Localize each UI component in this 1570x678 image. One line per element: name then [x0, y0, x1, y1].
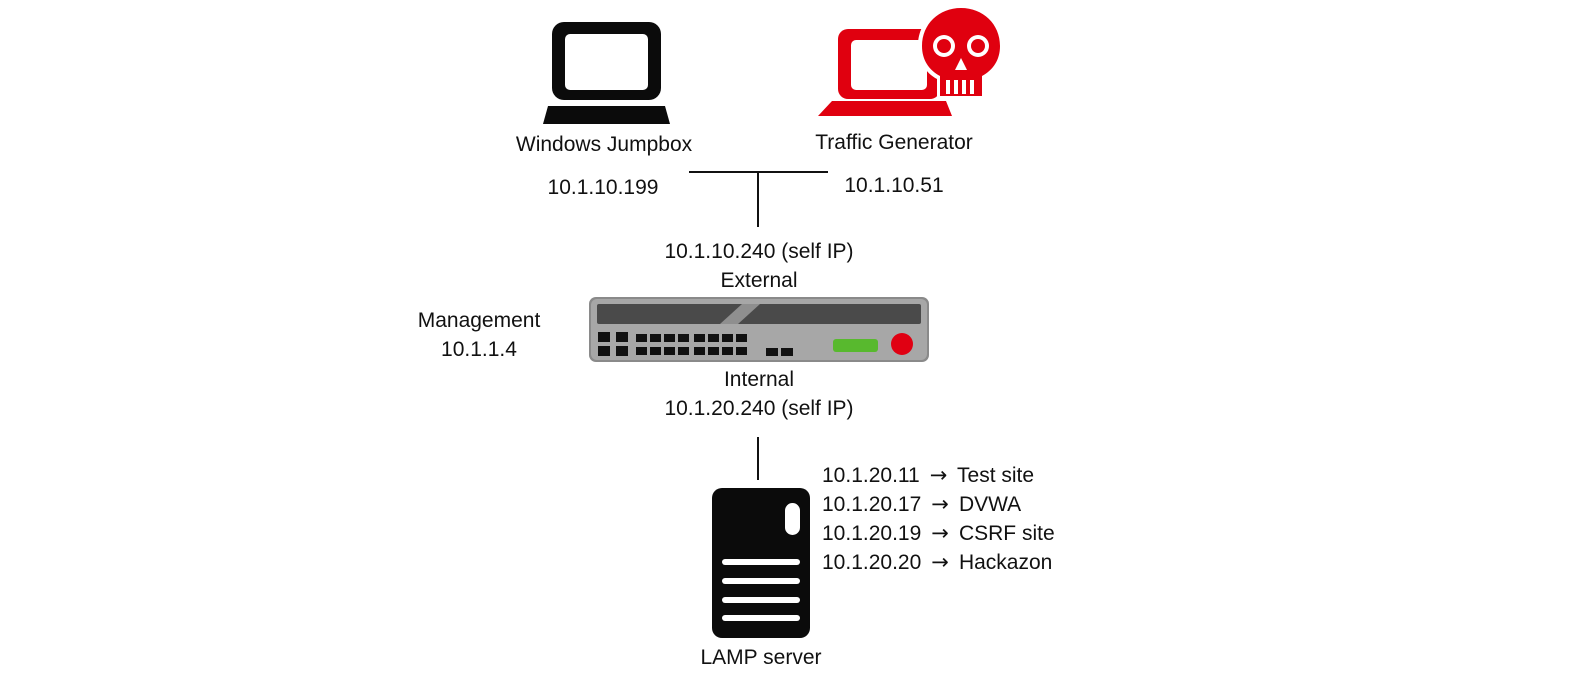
network-ports	[598, 332, 793, 356]
internal-label: Internal	[723, 368, 795, 391]
site-ip: 10.1.20.11	[822, 464, 920, 487]
site-ip: 10.1.20.19	[822, 522, 922, 545]
arrow-icon: →	[931, 492, 949, 516]
management-ip: 10.1.1.4	[441, 338, 517, 361]
site-name: DVWA	[958, 493, 1022, 516]
attacker-laptop-skull-icon	[818, 4, 1004, 116]
lamp-site-list: 10.1.20.11 → Test site 10.1.20.17 → DVWA…	[822, 461, 1055, 577]
jumpbox-ip: 10.1.10.199	[547, 176, 659, 199]
jumpbox-name: Windows Jumpbox	[515, 133, 693, 156]
site-mapping-row: 10.1.20.19 → CSRF site	[822, 519, 1055, 548]
site-mapping-row: 10.1.20.17 → DVWA	[822, 490, 1055, 519]
network-appliance-icon	[589, 297, 929, 362]
status-led-green	[833, 339, 878, 352]
traffic-generator-ip: 10.1.10.51	[844, 174, 944, 197]
lamp-server-name: LAMP server	[700, 646, 822, 669]
management-label: Management	[417, 309, 541, 332]
site-name: Hackazon	[958, 551, 1053, 574]
laptop-icon	[543, 22, 670, 124]
site-name: CSRF site	[958, 522, 1055, 545]
arrow-icon: →	[931, 550, 949, 574]
external-label: External	[720, 269, 798, 292]
site-mapping-row: 10.1.20.20 → Hackazon	[822, 548, 1055, 577]
server-icon	[712, 488, 810, 638]
arrow-icon: →	[929, 463, 948, 487]
arrow-icon: →	[931, 521, 949, 545]
skull-icon	[918, 4, 1004, 100]
site-mapping-row: 10.1.20.11 → Test site	[822, 461, 1055, 490]
internal-self-ip: 10.1.20.240 (self IP)	[664, 397, 854, 420]
site-name: Test site	[957, 464, 1035, 487]
status-led-red	[891, 333, 913, 355]
traffic-generator-name: Traffic Generator	[815, 131, 973, 154]
site-ip: 10.1.20.20	[822, 551, 922, 574]
external-self-ip: 10.1.10.240 (self IP)	[664, 240, 854, 263]
site-ip: 10.1.20.17	[822, 493, 922, 516]
